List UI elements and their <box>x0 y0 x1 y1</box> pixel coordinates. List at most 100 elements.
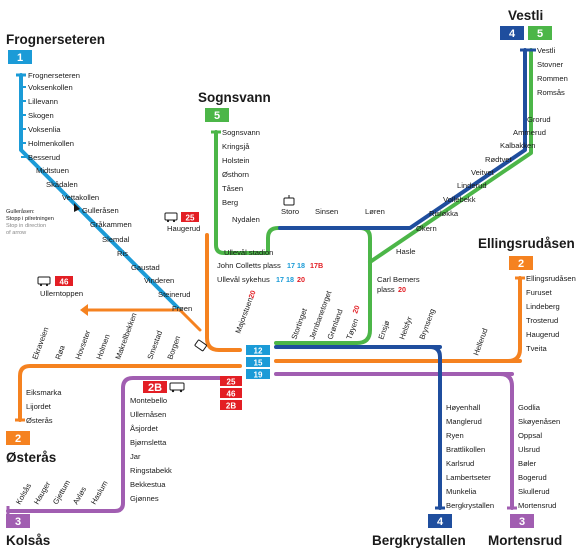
badge-c25-label: 25 <box>227 378 236 387</box>
station-bergkrystallen: Bergkrystallen <box>446 501 494 510</box>
terminal-vestli: Vestli <box>508 8 543 23</box>
line-2-westend-path <box>18 364 242 422</box>
station-ammerud: Ammerud <box>513 128 546 137</box>
badge-c46-label: 46 <box>227 390 236 399</box>
line-5-vestli-path <box>368 48 533 264</box>
tram-icon-majorstuen <box>194 339 207 352</box>
station-roa: Røa <box>53 343 67 360</box>
station-romsas: Romsås <box>537 88 565 97</box>
central-stations: Majorstuen 20 Stortinget Jernbanetorget … <box>233 289 361 341</box>
station-gronland: Grønland <box>325 308 344 341</box>
badge-line-3-kolsas <box>6 514 30 528</box>
station-eiksmarka: Eiksmarka <box>26 388 62 397</box>
terminal-sognsvann: Sognsvann <box>198 90 271 105</box>
badge-line-4-vestli <box>500 26 524 40</box>
station-stortinget: Stortinget <box>289 306 309 340</box>
station-nydalen: Nydalen <box>232 215 260 224</box>
line-4-south-path <box>428 345 442 510</box>
station-lambertseter: Lambertseter <box>446 473 491 482</box>
terminal-kolsas: Kolsås <box>6 533 50 548</box>
station-hovseter: Hovseter <box>73 329 92 361</box>
station-vinderen: Vinderen <box>144 276 174 285</box>
station-vettakollen: Vettakollen <box>62 193 99 202</box>
station-carl-berners: Carl Berners <box>377 275 420 284</box>
line-4-vestli-path <box>278 48 527 230</box>
badge-line-3-mortensrud <box>510 514 534 528</box>
ullerntoppen-arrow <box>86 308 202 332</box>
terminal-bergkrystallen: Bergkrystallen <box>372 533 466 548</box>
station-gjettum: Gjettum <box>51 478 72 506</box>
svg-text:Gulleråsen:: Gulleråsen: <box>6 208 35 215</box>
badge-c25 <box>220 376 242 386</box>
badge-line-2-ellingsrud <box>509 256 533 270</box>
gullerasen-direction-arrow-icon <box>74 203 80 212</box>
station-voksenlia: Voksenlia <box>28 125 61 134</box>
badge-line-4-bergkrystallen <box>428 514 452 528</box>
station-ensjo: Ensjø <box>376 319 391 341</box>
station-toyen: Tøyen <box>344 317 360 340</box>
station-grakammen: Gråkammen <box>90 220 132 229</box>
badge-tram-12 <box>246 345 270 355</box>
terminal-ellingsrudasen: Ellingsrudåsen <box>478 236 575 251</box>
badge-line-5-sognsvann <box>205 108 229 122</box>
badge-c2b <box>220 400 242 410</box>
station-furuset: Furuset <box>526 288 553 297</box>
badge-line-5-sognsvann-label: 5 <box>214 110 220 122</box>
station-trosterud: Trosterud <box>526 316 558 325</box>
station-makrellbekken: Makrellbekken <box>113 312 138 361</box>
station-montebello: Montebello <box>130 396 167 405</box>
station-karlsrud: Karlsrud <box>446 459 474 468</box>
stop-ulleval-sykehus: Ullevål sykehus <box>217 275 270 284</box>
station-kolsas-stop: Kolsås <box>14 482 33 506</box>
station-steinerud: Steinerud <box>158 290 191 299</box>
station-ullernasen: Ullernåsen <box>130 410 166 419</box>
bus-icon-2b <box>169 382 185 393</box>
badge-line-5-vestli-label: 5 <box>537 28 543 40</box>
badge-line-2-ellingsrud-label: 2 <box>518 258 524 270</box>
stop-john-colletts-plass: John Colletts plass <box>217 261 281 270</box>
station-osthorn: Østhorn <box>222 170 249 179</box>
line-2-east-path <box>438 276 522 363</box>
john-colletts-route-18: 18 <box>297 261 305 270</box>
station-bekkestua: Bekkestua <box>130 480 166 489</box>
station-tasen: Tåsen <box>222 184 243 193</box>
john-colletts-route-3: 17B <box>310 261 323 270</box>
bus-icon-46 <box>37 276 51 287</box>
badge-tram-15 <box>246 357 270 367</box>
carl-berners-tram-route: 20 <box>398 285 406 294</box>
station-boler: Bøler <box>518 459 537 468</box>
station-voksenkollen: Voksenkollen <box>28 83 73 92</box>
station-ulleval-stadion: Ullevål stadion <box>224 248 273 257</box>
station-storo: Storo <box>281 207 299 216</box>
station-godlia: Godlia <box>518 403 541 412</box>
majorstuen-tram-route: 20 <box>246 289 257 300</box>
line-5-ring-path <box>266 226 372 345</box>
station-manglerud: Manglerud <box>446 417 482 426</box>
station-jar: Jar <box>130 452 141 461</box>
station-haugerud: Haugerud <box>526 330 559 339</box>
line-1-stations: Frognerseteren Voksenkollen Lillevann Sk… <box>21 71 192 313</box>
badge-line-5-vestli <box>528 26 552 40</box>
badge-line-3-mortensrud-label: 3 <box>519 516 525 528</box>
station-skogen: Skogen <box>28 111 54 120</box>
station-gullerasen: Gulleråsen <box>82 206 119 215</box>
station-ellingsrudasen: Ellingsrudåsen <box>526 274 576 283</box>
station-brattlikollen: Brattlikollen <box>446 445 485 454</box>
station-borgen: Borgen <box>165 335 182 361</box>
tram-icon-storo <box>283 195 295 206</box>
station-munkelia: Munkelia <box>446 487 477 496</box>
badge-2b <box>143 381 167 393</box>
badge-tram-19 <box>246 369 270 379</box>
sykehus-route-18: 18 <box>286 275 294 284</box>
station-sinsen: Sinsen <box>315 207 338 216</box>
station-skadalen: Skådalen <box>46 180 78 189</box>
station-froen: Frøen <box>172 304 192 313</box>
station-frognerseteren: Frognerseteren <box>28 71 80 80</box>
station-midtstuen: Midtstuen <box>36 166 69 175</box>
station-veitvet: Veitvet <box>471 168 495 177</box>
station-haslum: Haslum <box>89 479 110 506</box>
station-grorud: Grorud <box>527 115 551 124</box>
station-lindeberg: Lindeberg <box>526 302 560 311</box>
line-5-north-path <box>214 130 270 255</box>
sykehus-route-20: 20 <box>297 275 305 284</box>
